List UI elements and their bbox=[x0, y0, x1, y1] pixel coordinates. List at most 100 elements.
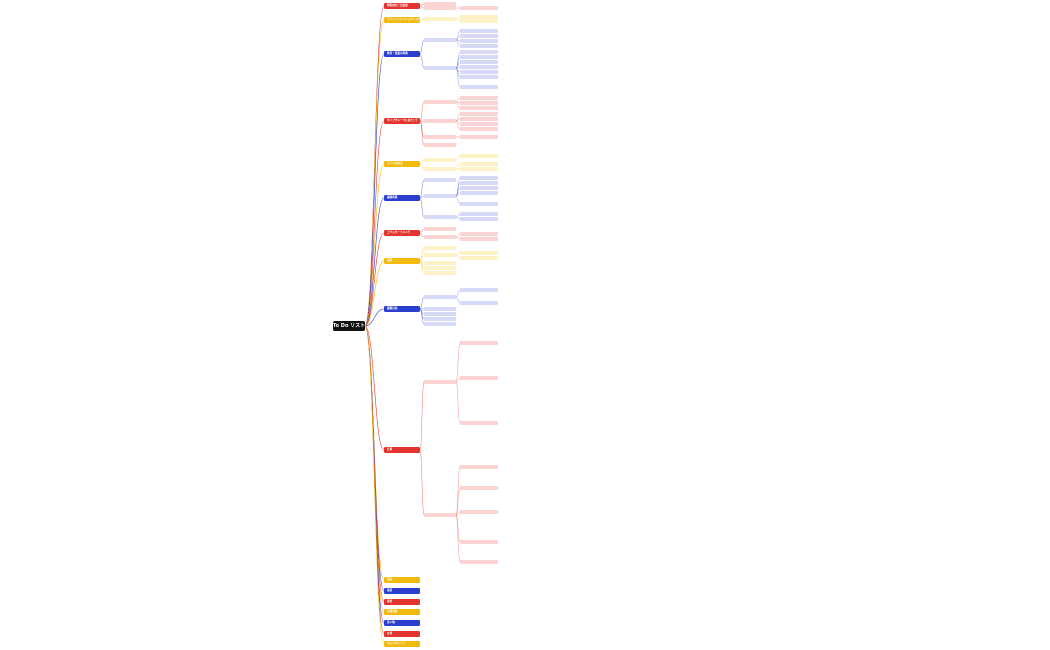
leaf-node-2-1-3[interactable] bbox=[460, 65, 498, 69]
branch-connector-3 bbox=[364, 120, 385, 327]
leaf-node-3-0-0[interactable] bbox=[460, 96, 498, 100]
branch-node-11[interactable]: 家族 bbox=[384, 588, 420, 594]
branch-node-14[interactable]: 買い物 bbox=[384, 620, 420, 626]
leaf-node-7-1-0[interactable] bbox=[460, 251, 498, 255]
topic-node-3-1[interactable] bbox=[424, 119, 456, 123]
leaf-connector-3-0-0 bbox=[455, 97, 461, 103]
leaf-node-3-0-1[interactable] bbox=[460, 101, 498, 105]
branch-node-9[interactable]: 仕事 bbox=[384, 447, 420, 453]
leaf-node-5-1-2[interactable] bbox=[460, 186, 498, 190]
topic-node-1-0[interactable] bbox=[424, 17, 456, 21]
topic-node-3-0[interactable] bbox=[424, 100, 456, 104]
leaf-node-2-1-5[interactable] bbox=[460, 75, 498, 79]
branch-node-13[interactable]: 支援活動 bbox=[384, 609, 420, 615]
topic-node-2-1[interactable] bbox=[424, 66, 456, 70]
leaf-connector-2-0-1 bbox=[455, 35, 461, 41]
leaf-node-1-0-0[interactable] bbox=[460, 15, 498, 19]
leaf-node-2-1-4[interactable] bbox=[460, 70, 498, 74]
leaf-node-0-1-0[interactable] bbox=[460, 6, 498, 10]
topic-node-8-4[interactable] bbox=[424, 322, 456, 326]
topic-node-3-2[interactable] bbox=[424, 135, 456, 139]
leaf-node-9-1-4[interactable] bbox=[460, 560, 498, 564]
branch-node-3[interactable]: タイプグループにあたって bbox=[384, 118, 420, 124]
leaf-node-2-1-1[interactable] bbox=[460, 55, 498, 59]
leaf-node-8-0-0[interactable] bbox=[460, 288, 498, 292]
branch-node-6[interactable]: エクスターナルメモ bbox=[384, 230, 420, 236]
leaf-node-4-0-0[interactable] bbox=[460, 154, 498, 158]
topic-node-0-0[interactable] bbox=[424, 2, 456, 6]
topic-node-8-0[interactable] bbox=[424, 295, 456, 299]
branch-node-2[interactable]: 教室・授業の準備 bbox=[384, 51, 420, 57]
leaf-node-9-0-2[interactable] bbox=[460, 421, 498, 425]
leaf-node-4-1-1[interactable] bbox=[460, 167, 498, 171]
sub-connector-9-0 bbox=[419, 381, 425, 451]
root-node[interactable]: To Do リスト bbox=[333, 321, 365, 331]
leaf-node-2-1-6[interactable] bbox=[460, 85, 498, 89]
topic-node-9-1[interactable] bbox=[424, 513, 456, 517]
branch-node-12[interactable]: 家族 bbox=[384, 599, 420, 605]
leaf-node-9-1-2[interactable] bbox=[460, 510, 498, 514]
topic-node-6-1[interactable] bbox=[424, 235, 456, 239]
leaf-node-9-0-1[interactable] bbox=[460, 376, 498, 380]
topic-node-8-3[interactable] bbox=[424, 317, 456, 321]
topic-node-5-0[interactable] bbox=[424, 178, 456, 182]
leaf-node-5-1-4[interactable] bbox=[460, 202, 498, 206]
leaf-node-1-0-1[interactable] bbox=[460, 19, 498, 23]
leaf-node-5-1-1[interactable] bbox=[460, 181, 498, 185]
topic-node-4-0[interactable] bbox=[424, 158, 456, 162]
leaf-node-3-1-0[interactable] bbox=[460, 112, 498, 116]
leaf-node-2-0-2[interactable] bbox=[460, 39, 498, 43]
branch-node-16[interactable]: タスクの小メモ bbox=[384, 641, 420, 647]
sub-connector-1-0 bbox=[419, 18, 425, 21]
branch-node-7[interactable]: 家族 bbox=[384, 258, 420, 264]
leaf-node-4-1-0[interactable] bbox=[460, 162, 498, 166]
leaf-node-5-1-0[interactable] bbox=[460, 176, 498, 180]
branch-node-4[interactable]: 子どもの約束 bbox=[384, 161, 420, 167]
topic-node-8-1[interactable] bbox=[424, 307, 456, 311]
leaf-node-5-2-0[interactable] bbox=[460, 212, 498, 216]
topic-node-7-1[interactable] bbox=[424, 253, 456, 257]
leaf-node-5-2-1[interactable] bbox=[460, 217, 498, 221]
leaf-node-6-1-1[interactable] bbox=[460, 237, 498, 241]
topic-node-9-0[interactable] bbox=[424, 380, 456, 384]
topic-node-0-1[interactable] bbox=[424, 6, 456, 10]
topic-node-6-0[interactable] bbox=[424, 227, 456, 231]
leaf-node-9-0-0[interactable] bbox=[460, 341, 498, 345]
topic-node-7-3[interactable] bbox=[424, 266, 456, 270]
leaf-node-7-1-1[interactable] bbox=[460, 256, 498, 260]
branch-node-5[interactable]: 講義準備 bbox=[384, 195, 420, 201]
leaf-node-8-0-1[interactable] bbox=[460, 301, 498, 305]
leaf-node-3-2-0[interactable] bbox=[460, 135, 498, 139]
leaf-node-2-1-0[interactable] bbox=[460, 50, 498, 54]
leaf-node-2-1-2[interactable] bbox=[460, 60, 498, 64]
leaf-node-2-0-1[interactable] bbox=[460, 34, 498, 38]
leaf-node-6-1-0[interactable] bbox=[460, 232, 498, 236]
leaf-connector-1-0-1 bbox=[455, 18, 461, 22]
branch-node-10[interactable]: 家族 bbox=[384, 577, 420, 583]
leaf-node-3-1-1[interactable] bbox=[460, 117, 498, 121]
topic-node-8-2[interactable] bbox=[424, 312, 456, 316]
leaf-node-9-1-3[interactable] bbox=[460, 540, 498, 544]
leaf-node-5-1-3[interactable] bbox=[460, 191, 498, 195]
leaf-node-9-1-1[interactable] bbox=[460, 486, 498, 490]
leaf-node-3-0-2[interactable] bbox=[460, 106, 498, 110]
topic-node-7-2[interactable] bbox=[424, 261, 456, 265]
branch-node-15[interactable]: 友達 bbox=[384, 631, 420, 637]
topic-node-3-3[interactable] bbox=[424, 143, 456, 147]
leaf-node-9-1-0[interactable] bbox=[460, 465, 498, 469]
leaf-connector-2-0-0 bbox=[455, 30, 461, 41]
branch-node-0[interactable]: 睡眠前のご自由案 bbox=[384, 3, 420, 9]
topic-node-7-0[interactable] bbox=[424, 246, 456, 250]
topic-node-5-1[interactable] bbox=[424, 194, 456, 198]
leaf-node-2-0-3[interactable] bbox=[460, 44, 498, 48]
leaf-node-3-1-3[interactable] bbox=[460, 127, 498, 131]
leaf-connector-5-1-0 bbox=[455, 177, 461, 197]
topic-node-5-2[interactable] bbox=[424, 215, 456, 219]
leaf-node-3-1-2[interactable] bbox=[460, 122, 498, 126]
topic-node-2-0[interactable] bbox=[424, 38, 456, 42]
leaf-node-2-0-0[interactable] bbox=[460, 29, 498, 33]
branch-node-1[interactable]: アクションとレジスタンスの時間 bbox=[384, 17, 420, 23]
topic-node-4-1[interactable] bbox=[424, 167, 456, 171]
branch-node-8[interactable]: 講義計画 bbox=[384, 306, 420, 312]
topic-node-7-4[interactable] bbox=[424, 271, 456, 275]
